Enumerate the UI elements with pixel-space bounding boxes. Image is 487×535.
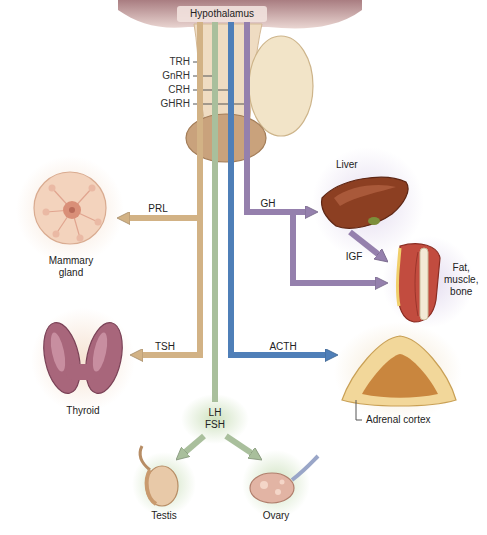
follicle (280, 480, 285, 485)
organ-box: Mammary gland (25, 175, 117, 285)
hormone-group-box: LH FSH (190, 402, 240, 436)
hormone-connector (247, 22, 379, 283)
breast-shape (34, 172, 106, 244)
label-anchor: GnRH (162, 70, 190, 82)
thyroid-lobe (80, 319, 128, 396)
liver-shape (322, 177, 408, 228)
label-anchor: GH (261, 198, 276, 210)
gallbladder (368, 217, 380, 225)
fat-layer (397, 248, 400, 306)
organ-box: Ovary (240, 460, 314, 525)
adrenal-medulla (362, 354, 438, 398)
label-anchor: TSH (155, 341, 175, 353)
hormone-connector (139, 22, 200, 355)
organ-box: Thyroid (35, 315, 130, 423)
hormone-label: TSH (155, 341, 175, 353)
organ-box: Liver (318, 158, 408, 232)
region-box: Hypothalamus (177, 6, 267, 22)
lobule (53, 231, 60, 238)
lobule (77, 235, 84, 242)
lobule (49, 185, 56, 192)
epididymis (147, 470, 156, 504)
adrenal-shape (342, 336, 456, 406)
node-label: Hypothalamus (190, 8, 254, 20)
thyroid-highlight (48, 331, 68, 373)
node-label: LH FSH (205, 407, 225, 431)
releasing-label: CRH (168, 84, 190, 96)
follicle (275, 489, 281, 495)
label-anchor: PRL (148, 203, 167, 215)
hormone-connector (212, 22, 218, 402)
hormone-connector (126, 22, 200, 218)
node-label: Testis (151, 510, 177, 522)
glow (16, 156, 124, 264)
leader-line (356, 400, 362, 420)
glow (242, 450, 310, 518)
posterior-lobe (249, 36, 313, 136)
hormone-connector (231, 22, 329, 355)
label-anchor: ACTH (269, 341, 296, 353)
releasing-label: GHRH (161, 98, 190, 110)
hormone-connector (183, 436, 204, 454)
bone-shape (420, 248, 428, 320)
lobule (95, 219, 102, 226)
label-anchor: CRH (168, 84, 190, 96)
nipple (69, 207, 75, 213)
hormone-connector (226, 436, 255, 455)
thyroid-lobe (38, 319, 86, 396)
node-label: Mammary gland (49, 255, 93, 279)
node-label: Ovary (263, 510, 290, 522)
releasing-label: GnRH (162, 70, 190, 82)
gland-ducts (46, 188, 98, 238)
hormone-connector (247, 22, 309, 212)
node-label: Adrenal cortex (366, 414, 430, 426)
label-anchor: IGF (346, 251, 363, 263)
muscle-shape (398, 244, 440, 322)
hormone-label: PRL (148, 203, 167, 215)
liver-highlight (334, 185, 396, 206)
vas-deferens (140, 446, 150, 470)
hormone-label: ACTH (269, 341, 296, 353)
lobule (43, 209, 50, 216)
gland-lobules (43, 185, 102, 242)
label-anchor: TRH (169, 56, 190, 68)
thyroid-highlight (90, 331, 110, 373)
label-anchor: GHRH (161, 98, 190, 110)
ovary-shape (250, 473, 294, 503)
node-label: Fat, muscle, bone (444, 262, 478, 298)
releasing-label: TRH (169, 56, 190, 68)
hormone-label: IGF (346, 251, 363, 263)
leader-line (193, 76, 214, 77)
organ-box: Fat, muscle, bone (388, 240, 483, 324)
fallopian-tube (292, 456, 318, 480)
node-label: Liver (336, 159, 358, 171)
organ-box: Testis (132, 460, 196, 525)
testis-shape (146, 466, 178, 506)
hormone-label: GH (261, 198, 276, 210)
organ-box: Adrenal cortex (338, 332, 458, 432)
follicle (260, 481, 268, 489)
muscle-fibre (415, 252, 418, 316)
lobule (89, 185, 96, 192)
glow (31, 308, 135, 412)
areola (63, 201, 81, 219)
glow (334, 322, 462, 422)
node-label: Thyroid (66, 405, 99, 417)
